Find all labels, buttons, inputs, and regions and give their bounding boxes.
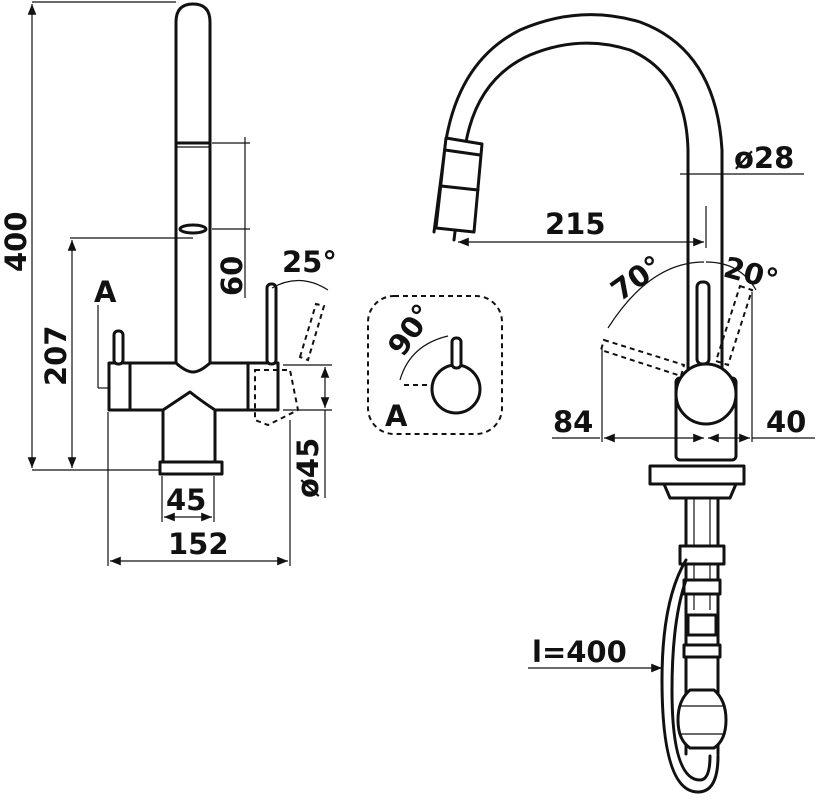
dim-total-width: 152 (168, 527, 229, 561)
dim-lever-angle-left: 25° (282, 245, 337, 279)
dim-clearance-back: 84 (553, 405, 593, 439)
base-plate (158, 460, 224, 476)
left-lever (112, 329, 125, 366)
dim-clearance-front: 40 (766, 405, 806, 439)
front-view: 400 207 60 25° A ø45 45 152 (0, 1, 337, 566)
lever-cap-tilted (254, 369, 300, 427)
side-view: ø28 215 70° 20° 84 40 l=400 (432, 13, 815, 794)
detail-a: 90° A (367, 295, 503, 435)
dim-reach: 215 (545, 207, 606, 241)
dim-detail-angle: 90° (381, 298, 440, 362)
detail-lever-knob (430, 363, 482, 415)
pull-out-head (434, 136, 484, 234)
lever-tilted-20 (714, 284, 754, 367)
gooseneck-spout (432, 13, 724, 372)
side-lever (695, 280, 711, 366)
dim-base-width: 45 (166, 483, 206, 517)
side-base-plate (648, 464, 746, 486)
detail-label-a: A (385, 399, 408, 433)
dim-base-diameter: ø45 (291, 438, 325, 498)
dim-lever-angle-back: 70° (605, 248, 669, 307)
dim-spout-section: 60 (215, 256, 249, 296)
lever-tilted-70 (599, 338, 686, 378)
hose-weight (676, 688, 728, 750)
dim-height-body: 207 (39, 325, 73, 386)
dim-height-total: 400 (0, 211, 33, 272)
aerator-ring (178, 223, 208, 235)
hose-loop (660, 558, 720, 794)
detail-lever-stem (450, 336, 463, 370)
lever-tilted-25 (298, 302, 326, 362)
faucet-body (107, 361, 280, 464)
view-label-a: A (94, 275, 117, 309)
right-lever (265, 282, 278, 366)
dim-lever-angle-front: 20° (720, 250, 782, 297)
spout-tube (174, 2, 212, 368)
dim-spout-diameter: ø28 (734, 141, 794, 175)
side-body-knob (674, 362, 738, 426)
detail-frame (367, 295, 503, 435)
dim-hose-length: l=400 (532, 635, 627, 669)
